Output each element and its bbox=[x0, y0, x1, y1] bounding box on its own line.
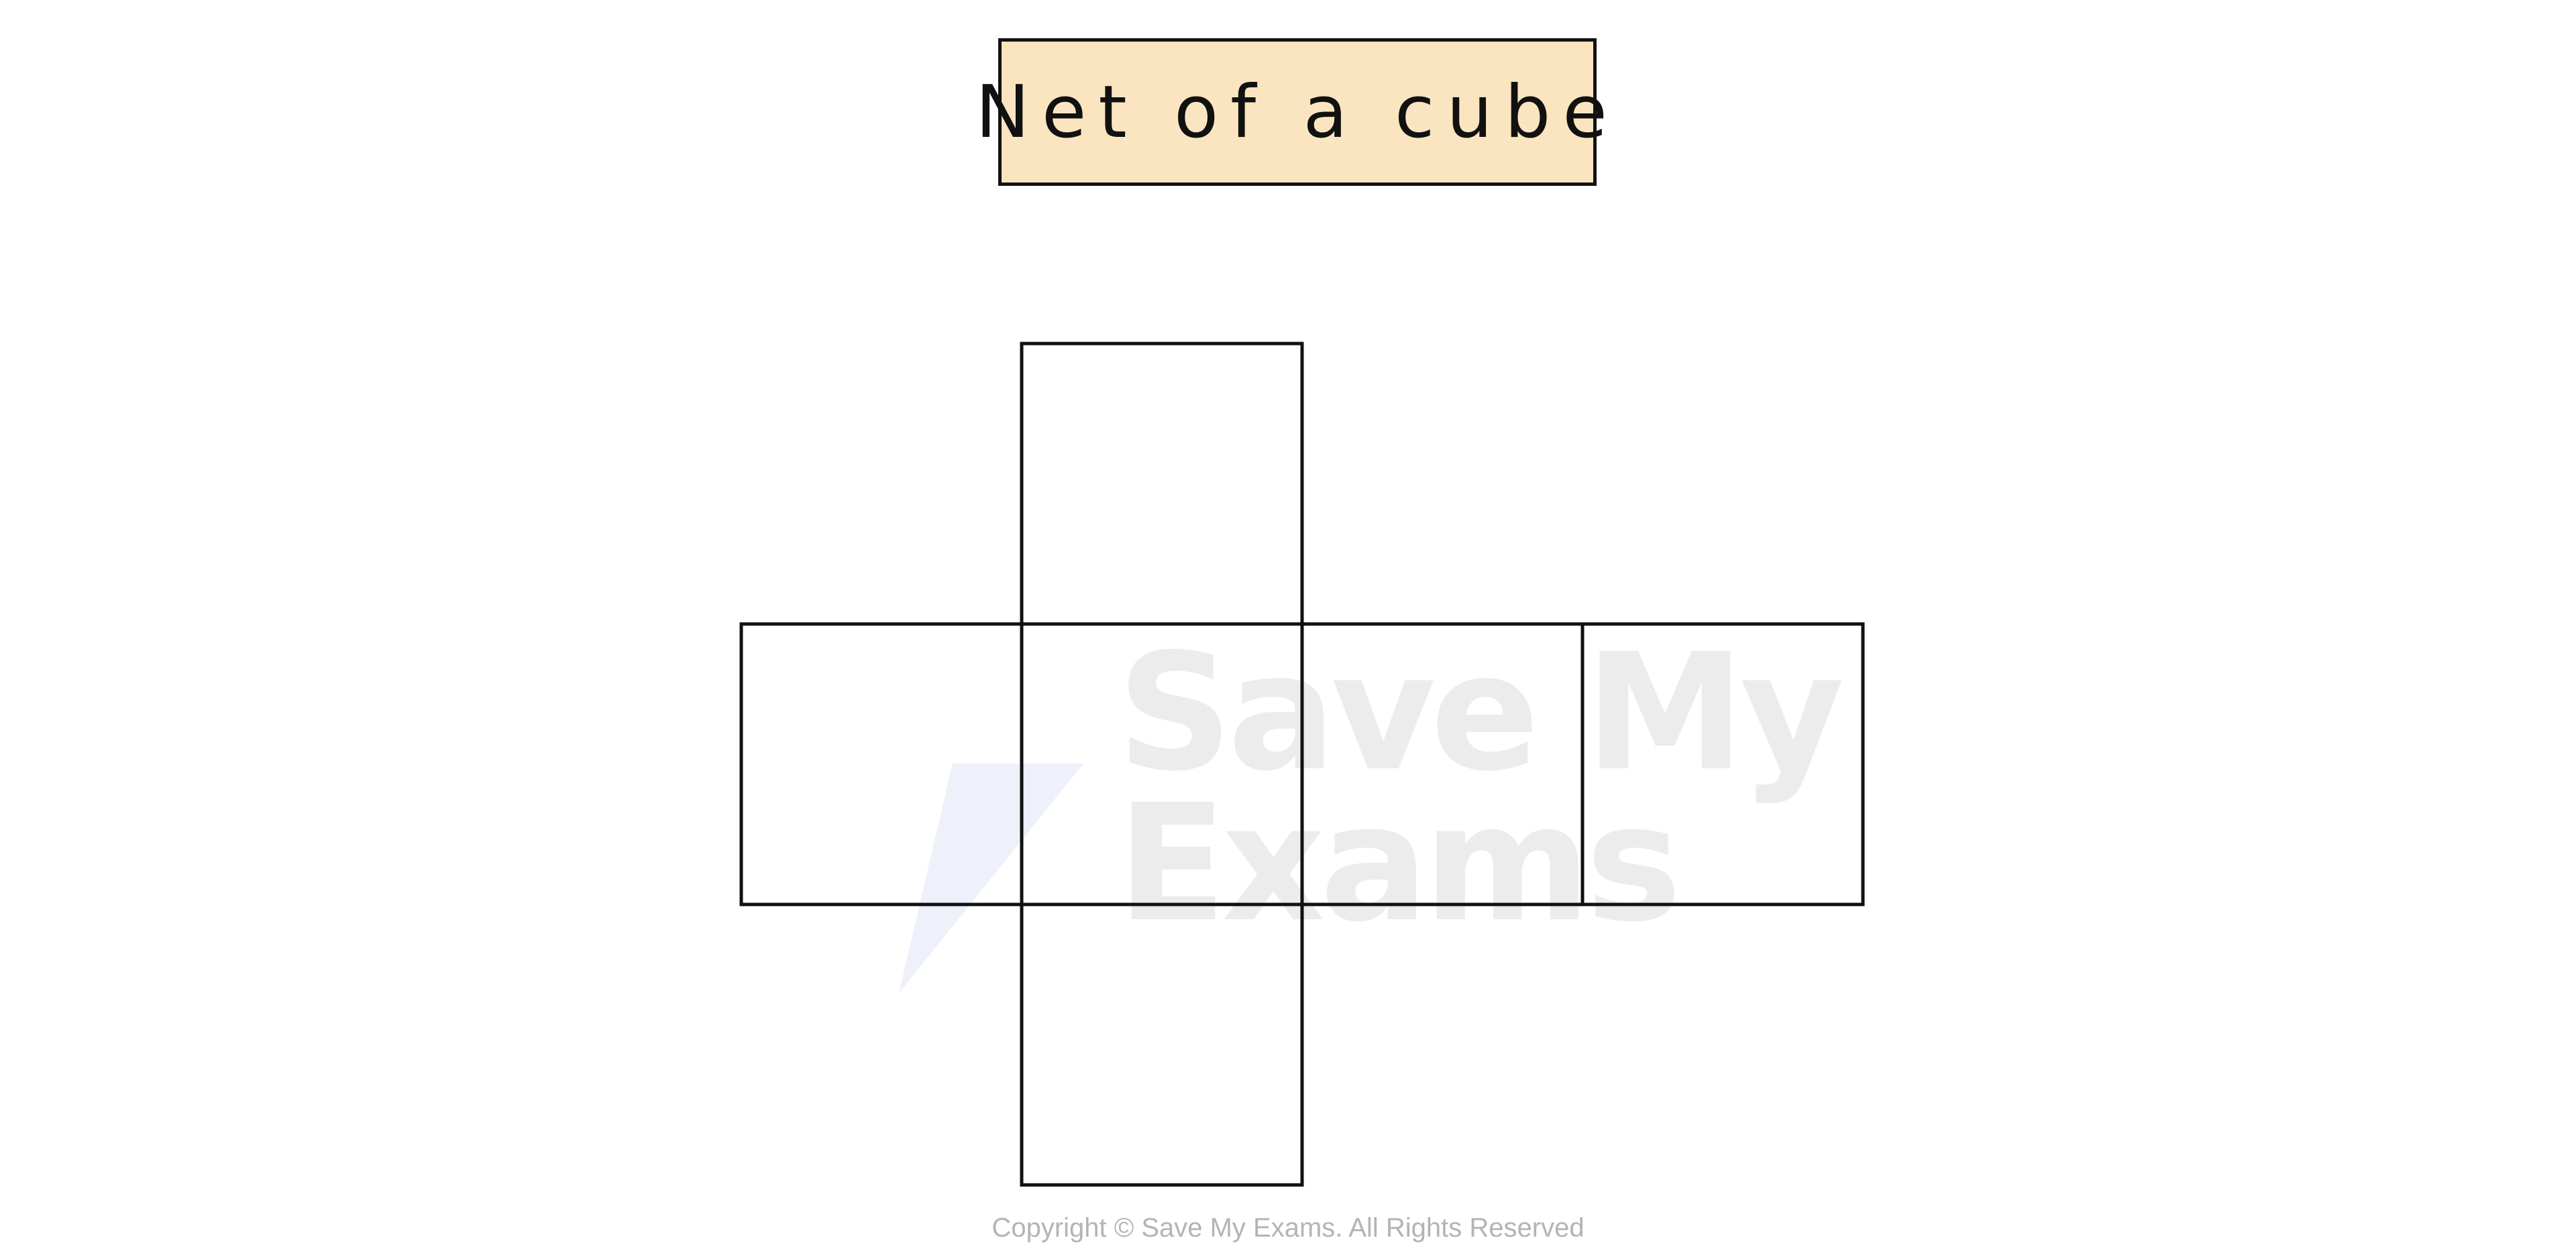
diagram-title: Net of a cube bbox=[975, 70, 1619, 154]
bottom-face bbox=[1020, 902, 1304, 1187]
top-face bbox=[1020, 342, 1304, 626]
title-box: Net of a cube bbox=[975, 38, 1607, 186]
copyright-notice: Copyright © Save My Exams. All Rights Re… bbox=[991, 1213, 1585, 1243]
watermark-text: Save My Exams bbox=[1117, 619, 1847, 957]
back-face bbox=[1580, 622, 1865, 906]
watermark-logo bbox=[798, 537, 1083, 993]
lightning-bolt-icon bbox=[798, 537, 1083, 993]
cube-net bbox=[739, 342, 1865, 1187]
watermark-brand-line2: Exams bbox=[1117, 770, 1676, 957]
watermark-brand-line1: Save My bbox=[1117, 619, 1842, 807]
